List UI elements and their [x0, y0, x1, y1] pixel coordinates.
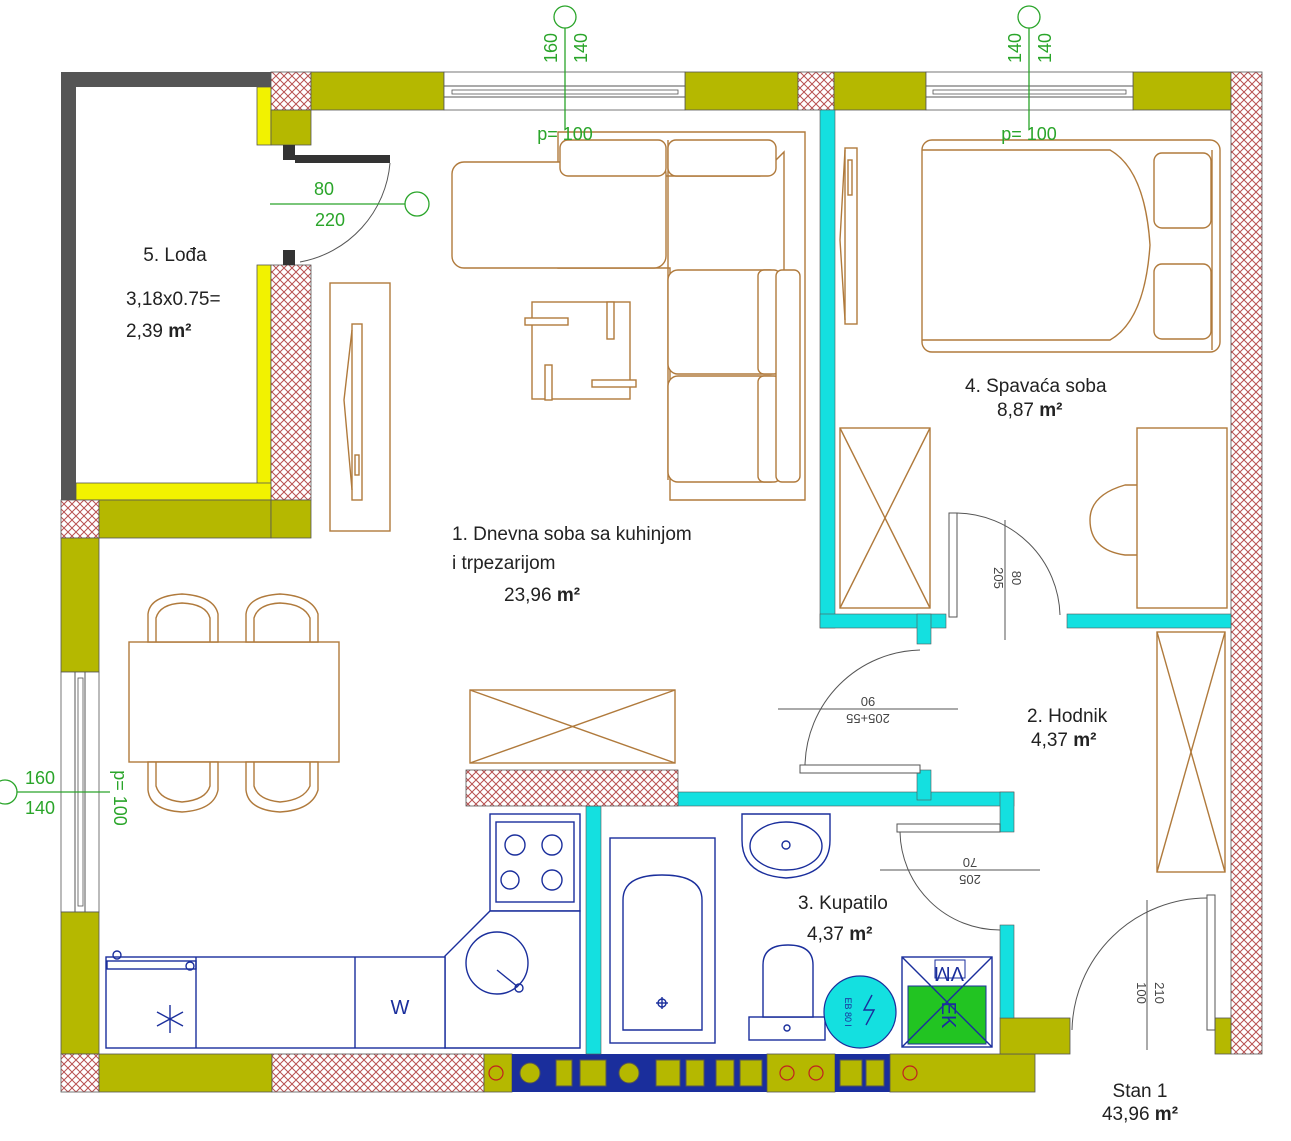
apartment-total: Stan 1 43,96 m²: [1102, 1081, 1178, 1125]
kitchen-counter: W: [105, 813, 581, 1049]
kitchen-shelf: [469, 689, 676, 764]
door-annotation-living: 90 205+55: [778, 694, 958, 726]
installation-shafts: [488, 1059, 918, 1087]
apartment-name: Stan 1: [1113, 1081, 1168, 1102]
bedroom-name: 4. Spavaća soba: [965, 376, 1107, 397]
boiler-label: EB 80 l: [843, 997, 853, 1026]
door-loggia-width: 80: [314, 179, 334, 199]
sofa: [451, 131, 806, 501]
top-wall: [270, 71, 1232, 111]
door-bedroom: [948, 512, 1061, 618]
apartment-area: 43,96: [1102, 1104, 1150, 1125]
door-annotation-entry: 100 210: [1134, 900, 1167, 1050]
loggia-area: 2,39: [126, 321, 163, 342]
door-bath-width: 70: [963, 855, 977, 870]
bathroom-fixtures: EB 80 l VM EK: [609, 813, 993, 1049]
room-label-bath: 3. Kupatilo 4,37 m²: [798, 893, 888, 945]
bath-area: 4,37: [807, 924, 844, 945]
loggia-outline: [61, 72, 271, 500]
door-bedroom-height: 205: [991, 567, 1006, 589]
left-wall: [60, 537, 100, 1055]
window-top-right-width: 140: [1005, 33, 1025, 63]
svg-text:4,37 m²: 4,37 m²: [807, 924, 873, 945]
window-top-left-sill: p= 100: [537, 124, 593, 144]
bath-name: 3. Kupatilo: [798, 893, 888, 914]
window-top-right-sill: p= 100: [1001, 124, 1057, 144]
svg-text:4,37 m²: 4,37 m²: [1031, 730, 1097, 751]
door-bath: [896, 823, 1001, 931]
washing-machine-label: VM: [934, 962, 964, 984]
window-annotation-top-right: 140 140 p= 100: [1001, 5, 1057, 144]
svg-text:43,96 m²: 43,96 m²: [1102, 1104, 1178, 1125]
svg-text:8,87 m²: 8,87 m²: [997, 400, 1063, 421]
door-loggia-height: 220: [315, 210, 345, 230]
window-top-left-width: 160: [541, 33, 561, 63]
loggia-name: 5. Lođa: [143, 245, 207, 266]
svg-text:23,96 m²: 23,96 m²: [504, 585, 580, 606]
room-label-hall: 2. Hodnik 4,37 m²: [1027, 706, 1108, 751]
door-annotation-bedroom: 80 205: [991, 520, 1024, 640]
door-entry: [1071, 894, 1216, 1031]
loggia-wall: [60, 86, 312, 539]
door-living-width: 90: [861, 694, 875, 709]
bedroom-tv: [839, 147, 858, 325]
door-annotation-bath: 70 205: [880, 855, 1040, 887]
living-unit: m²: [557, 585, 580, 606]
hall-unit: m²: [1073, 730, 1096, 751]
room-label-living: 1. Dnevna soba sa kuhinjom i trpezarijom…: [452, 524, 692, 606]
bed: [921, 139, 1221, 353]
window-top-left-height: 140: [571, 33, 591, 63]
window-left-sill: p= 100: [110, 770, 130, 826]
bedroom-unit: m²: [1039, 400, 1062, 421]
hall-name: 2. Hodnik: [1027, 706, 1108, 727]
window-annotation-top-left: 160 140 p= 100: [537, 5, 593, 144]
door-bedroom-width: 80: [1009, 571, 1024, 585]
door-annotation-loggia: 80 220: [270, 179, 430, 230]
right-wall: [1230, 71, 1263, 1055]
living-line1: 1. Dnevna soba sa kuhinjom: [452, 524, 692, 545]
desk-chair: [1089, 427, 1228, 609]
window-annotation-left: 160 140 p= 100: [0, 768, 130, 826]
door-living-height: 205+55: [846, 711, 890, 726]
door-entry-height: 210: [1152, 982, 1167, 1004]
window-top-right-height: 140: [1035, 33, 1055, 63]
loggia-formula: 3,18x0.75=: [126, 289, 221, 310]
apartment-unit: m²: [1155, 1104, 1178, 1125]
door-entry-width: 100: [1134, 982, 1149, 1004]
bath-unit: m²: [849, 924, 872, 945]
svg-text:2,39 m²: 2,39 m²: [126, 321, 192, 342]
partitions: [585, 109, 1232, 1055]
dining-set: [128, 593, 340, 813]
hall-area: 4,37: [1031, 730, 1068, 751]
window-left-width: 160: [25, 768, 55, 788]
wardrobe-hall: [1156, 631, 1226, 873]
electric-box-label: EK: [937, 1002, 959, 1029]
living-line2: i trpezarijom: [452, 553, 555, 574]
coffee-table: [524, 301, 637, 401]
bedroom-area: 8,87: [997, 400, 1034, 421]
door-loggia: [283, 145, 391, 265]
tv-stand: [329, 282, 391, 532]
room-label-bedroom: 4. Spavaća soba 8,87 m²: [965, 376, 1107, 421]
boiler: [823, 975, 897, 1049]
window-left-height: 140: [25, 798, 55, 818]
wardrobe-bedroom: [839, 427, 931, 609]
hatched-partition: [465, 769, 679, 807]
living-area: 23,96: [504, 585, 552, 606]
loggia-unit: m²: [168, 321, 191, 342]
room-label-loggia: 5. Lođa 3,18x0.75= 2,39 m²: [126, 245, 221, 342]
door-living: [799, 649, 921, 774]
dishwasher-label: W: [391, 997, 410, 1019]
door-bath-height: 205: [959, 872, 981, 887]
